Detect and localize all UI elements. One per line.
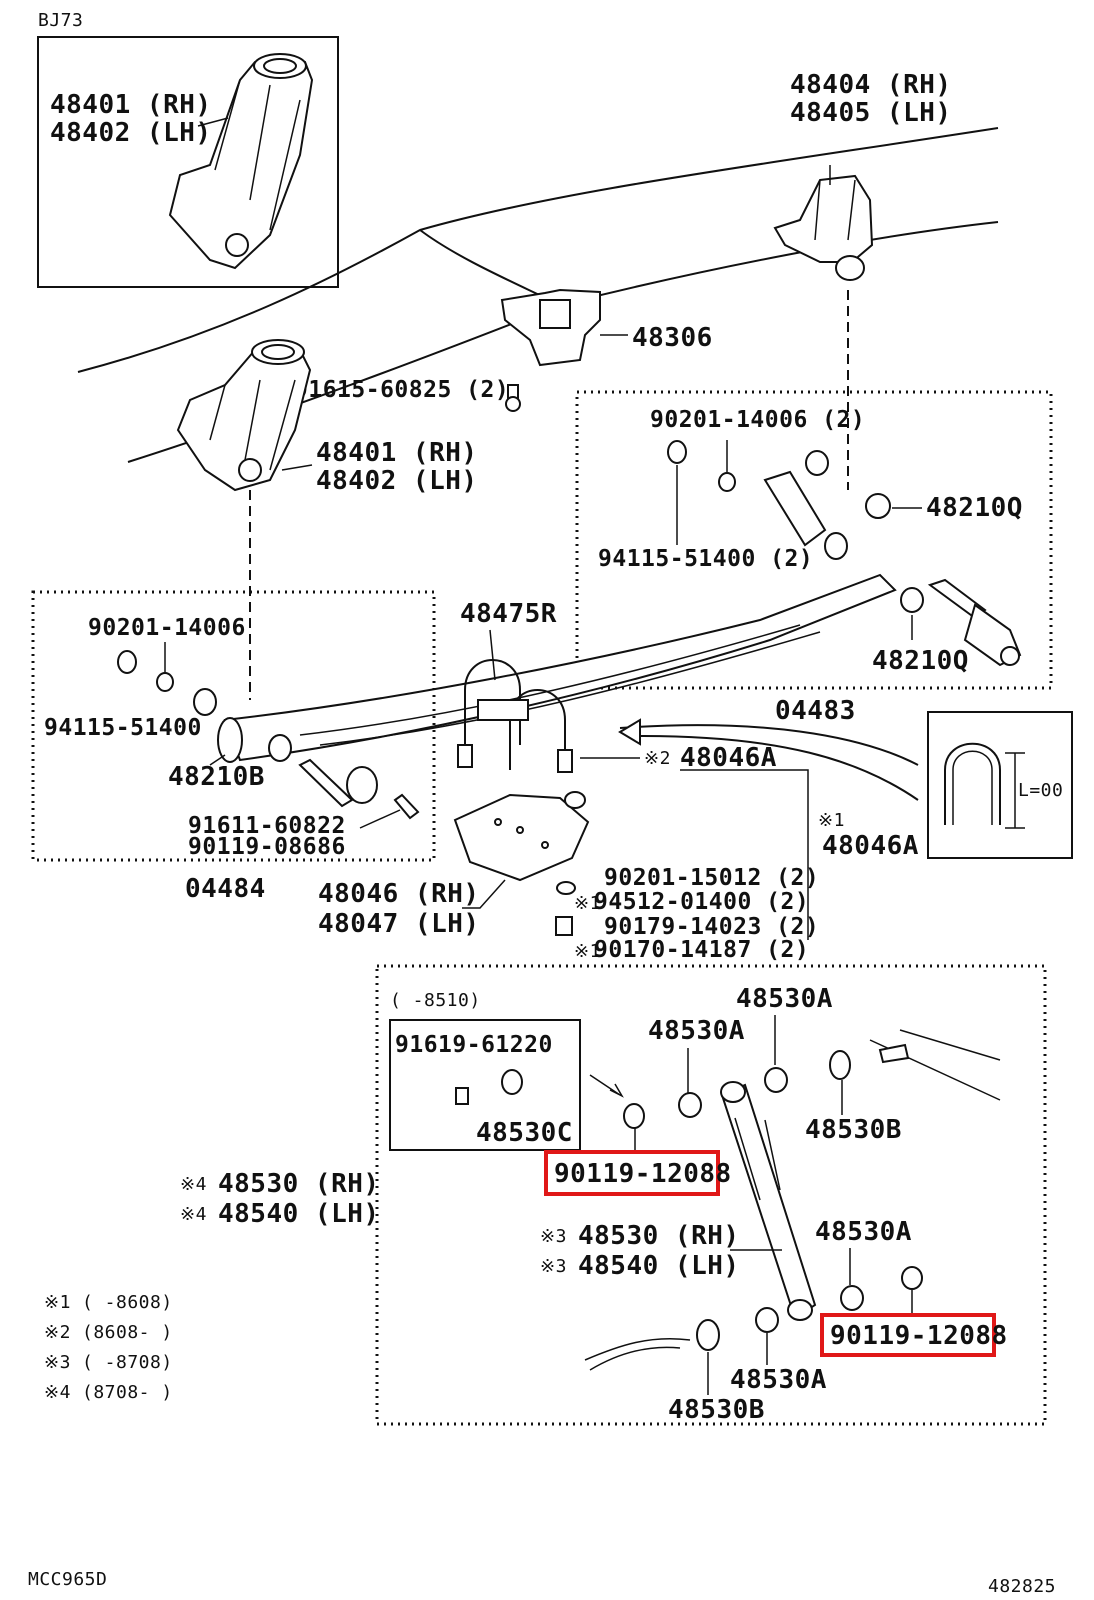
label-91615: 91615-60825 (2): [294, 377, 509, 403]
mark-4-a: ※4: [180, 1174, 207, 1195]
label-48530a-mid: 48530A: [648, 1016, 745, 1046]
model-code: BJ73: [38, 10, 83, 31]
ubolt-length-label: L=00: [1018, 780, 1063, 801]
spring-hanger-48306: 48306 91615-60825 (2): [294, 288, 713, 412]
label-90119-08686: 90119-08686: [188, 834, 346, 860]
plate-hardware: 90201-15012 (2) ※1 94512-01400 (2) 90179…: [555, 865, 819, 963]
range-8510: ( -8510): [390, 990, 481, 1011]
label-48530a-bottom: 48530A: [730, 1365, 827, 1395]
label-04484: 04484: [185, 874, 266, 904]
label-48530a-top: 48530A: [736, 984, 833, 1014]
label-91611: 91611-60822: [188, 813, 346, 839]
label-48401: 48401 (RH): [316, 438, 478, 468]
label-91619: 91619-61220: [395, 1032, 553, 1058]
label-48540-lh-4: 48540 (LH): [218, 1199, 380, 1229]
label-48530-rh-4: 48530 (RH): [218, 1169, 380, 1199]
diagram-code-right: 482825: [988, 1576, 1056, 1597]
inset-label-rh: 48401 (RH): [50, 90, 212, 120]
label-48530b-bottom: 48530B: [668, 1395, 765, 1425]
highlight-box-2[interactable]: [820, 1313, 996, 1357]
label-90119-12088-b[interactable]: 90119-12088: [830, 1321, 1008, 1351]
label-48530b-top: 48530B: [805, 1115, 902, 1145]
label-48046: 48046 (RH): [318, 879, 480, 909]
note-1-mark: ※1: [44, 1292, 71, 1313]
note-2-range: (8608- ): [82, 1322, 173, 1343]
footnotes: ※1 ( -8608) ※2 (8608- ) ※3 ( -8708) ※4 (…: [44, 1292, 173, 1403]
label-48530-rh-3: 48530 (RH): [578, 1221, 740, 1251]
label-48046a-2: 48046A: [680, 743, 777, 773]
label-48046a-1: 48046A: [822, 831, 919, 861]
label-90170: 90170-14187 (2): [594, 937, 809, 963]
label-48530a-right: 48530A: [815, 1217, 912, 1247]
ubolt-length-detail: L=00: [927, 711, 1073, 859]
inset-label-lh: 48402 (LH): [50, 118, 212, 148]
bushing-kit-04484: 90201-14006 94115-51400 48210B 91611-608…: [31, 590, 436, 904]
spring-seat-plate: 48046 (RH) 48047 (LH): [318, 791, 590, 939]
label-48047: 48047 (LH): [318, 909, 480, 939]
label-94115-r: 94115-51400 (2): [598, 546, 813, 572]
label-94512: 94512-01400 (2): [594, 889, 809, 915]
inset-bj73: 48401 (RH) 48402 (LH): [37, 36, 339, 288]
front-spring-bracket: 48404 (RH) 48405 (LH): [773, 70, 952, 281]
label-48530c: 48530C: [476, 1118, 573, 1148]
label-90201-l: 90201-14006: [88, 615, 246, 641]
label-48210q-b: 48210Q: [872, 646, 969, 676]
mark-1: ※1: [818, 810, 845, 831]
mark-1-c: ※1: [574, 941, 601, 962]
label-90179: 90179-14023 (2): [604, 914, 819, 940]
label-90201-15012: 90201-15012 (2): [604, 865, 819, 891]
label-48540-lh-3: 48540 (LH): [578, 1251, 740, 1281]
label-48210b: 48210B: [168, 762, 265, 792]
mark-3-b: ※3: [540, 1256, 567, 1277]
label-48475r: 48475R: [460, 599, 557, 629]
note-4-mark: ※4: [44, 1382, 71, 1403]
leaf-spring: [217, 573, 897, 763]
note-3-mark: ※3: [44, 1352, 71, 1373]
label-04483: 04483: [775, 696, 856, 726]
mark-1-b: ※1: [574, 893, 601, 914]
label-94115-l: 94115-51400: [44, 715, 202, 741]
u-bolt: 48475R: [457, 599, 573, 773]
rear-spring-bracket: 48401 (RH) 48402 (LH): [176, 339, 478, 496]
label-48404: 48404 (RH): [790, 70, 952, 100]
mark-3-a: ※3: [540, 1226, 567, 1247]
label-90201-r: 90201-14006 (2): [650, 407, 865, 433]
label-48402: 48402 (LH): [316, 466, 478, 496]
label-48306: 48306: [632, 323, 713, 353]
label-90119-12088-a[interactable]: 90119-12088: [554, 1159, 732, 1189]
note-2-mark: ※2: [44, 1322, 71, 1343]
shackle-kit-04483: 90201-14006 (2) 94115-51400 (2) 48210Q 4…: [575, 390, 1053, 726]
mark-2: ※2: [644, 748, 671, 769]
label-48210q-a: 48210Q: [926, 493, 1023, 523]
diagram-code-left: MCC965D: [28, 1569, 107, 1590]
note-1-range: ( -8608): [82, 1292, 173, 1313]
highlight-box-1[interactable]: [544, 1150, 720, 1196]
note-4-range: (8708- ): [82, 1382, 173, 1403]
label-48405: 48405 (LH): [790, 98, 952, 128]
shock-absorber-section: ( -8510) 91619-61220 48530C 48530A 48530…: [180, 964, 1047, 1426]
note-3-range: ( -8708): [82, 1352, 173, 1373]
mark-4-b: ※4: [180, 1204, 207, 1225]
